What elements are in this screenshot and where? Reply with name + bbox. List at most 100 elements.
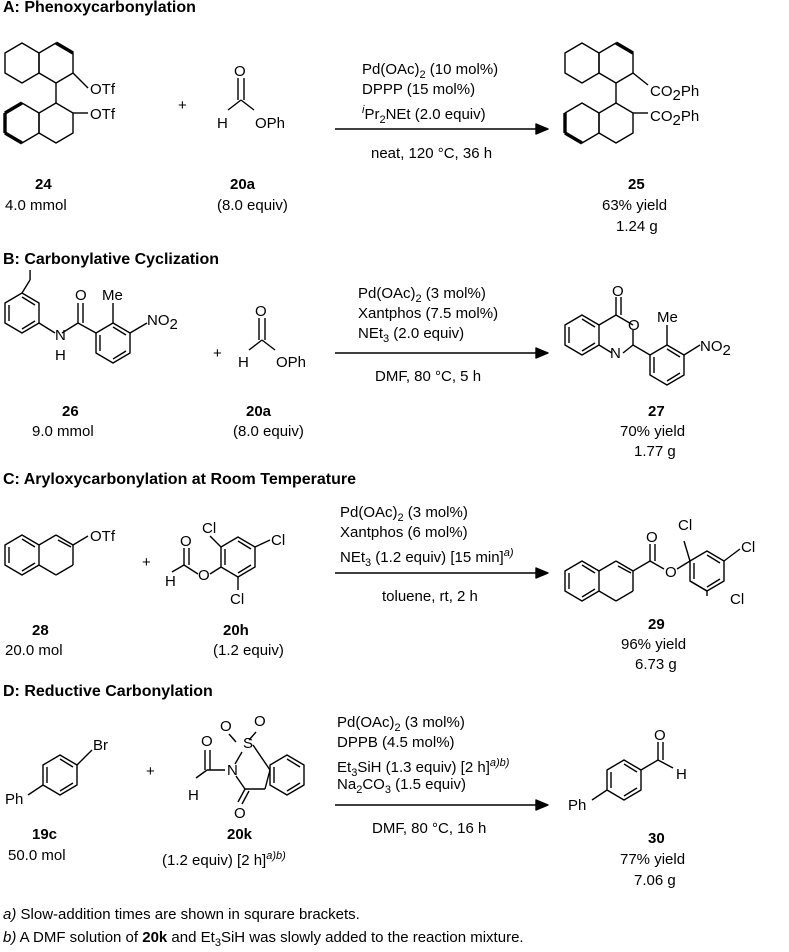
compound-20a-structure-b	[248, 318, 276, 351]
o-label-20h-1: O	[198, 567, 210, 584]
compound-20h-amount: (1.2 equiv)	[213, 642, 284, 659]
compound-20k-label: 20k	[227, 826, 253, 843]
compound-30-mass: 7.06 g	[634, 872, 676, 889]
h-label-b2: H	[238, 354, 249, 371]
compound-20a-amount-a: (8.0 equiv)	[217, 197, 288, 214]
compound-27-label: 27	[648, 403, 665, 420]
condition-b-3: NEt3 (2.0 equiv)	[358, 325, 465, 345]
h-label-20h: H	[165, 573, 176, 590]
h-label-a: H	[217, 115, 228, 132]
condition-a-2: DPPP (15 mol%)	[362, 81, 476, 98]
compound-25-mass: 1.24 g	[616, 218, 658, 235]
no2-label-27: NO2	[700, 338, 731, 359]
i-label: I	[28, 267, 32, 284]
o-ring-label: O	[628, 317, 640, 334]
cl-label-29-1: Cl	[678, 517, 692, 534]
compound-30-structure	[591, 742, 674, 801]
otf-label-28: OTf	[90, 528, 116, 545]
compound-29-label: 29	[648, 616, 665, 633]
condition-b-1: Pd(OAc)2 (3 mol%)	[358, 285, 486, 305]
o-label-20k-4: O	[234, 805, 246, 822]
cl-label-29-3: Cl	[730, 591, 744, 608]
n-label-b1: N	[55, 327, 66, 344]
compound-19c-structure	[27, 749, 93, 796]
cl-label-29-2: Cl	[741, 539, 755, 556]
br-label: Br	[93, 737, 108, 754]
o-label-c27: O	[612, 283, 624, 300]
compound-25-structure	[563, 41, 649, 145]
compound-20a-amount-b: (8.0 equiv)	[233, 423, 304, 440]
oph-label-b: OPh	[276, 354, 306, 371]
footnote-b: b) A DMF solution of 20k and Et3SiH was …	[3, 929, 524, 949]
h-label-30: H	[676, 766, 687, 783]
compound-20k-structure	[195, 731, 305, 805]
o-label-29-1: O	[646, 529, 658, 546]
compound-30-label: 30	[648, 830, 665, 847]
compound-19c-amount: 50.0 mol	[8, 847, 66, 864]
compound-25-label: 25	[628, 176, 645, 193]
plus-sign-c: +	[142, 554, 151, 571]
compound-20h-label: 20h	[223, 622, 249, 639]
condition-d-3: Et3SiH (1.3 equiv) [2 h]a)b)	[337, 757, 510, 779]
compound-27-structure	[564, 297, 701, 386]
condition-c-2: Xantphos (6 mol%)	[340, 524, 468, 541]
condition-d-2: DPPB (4.5 mol%)	[337, 734, 455, 751]
condition-a-1: Pd(OAc)2 (10 mol%)	[362, 61, 499, 81]
ph-label-30: Ph	[568, 797, 586, 814]
section-a-title: A: Phenoxycarbonylation	[3, 0, 196, 16]
condition-a-3: iPr2NEt (2.0 equiv)	[362, 104, 486, 126]
compound-25-yield: 63% yield	[602, 197, 668, 214]
me-label-b1: Me	[102, 287, 123, 304]
otf-label-1: OTf	[90, 81, 116, 98]
o-label-b2: O	[255, 303, 267, 320]
condition-b-4: DMF, 80 °C, 5 h	[375, 368, 482, 385]
cl-label-20h-2: Cl	[271, 532, 285, 549]
section-c-title: C: Aryloxycarbonylation at Room Temperat…	[3, 471, 356, 488]
compound-28-structure	[4, 534, 89, 576]
no2-label-b1: NO2	[147, 312, 178, 333]
compound-19c-label: 19c	[32, 826, 58, 843]
condition-d-1: Pd(OAc)2 (3 mol%)	[337, 714, 465, 734]
condition-d-4: Na2CO3 (1.5 equiv)	[337, 776, 466, 796]
me-label-27: Me	[657, 309, 678, 326]
o-label-20k-1: O	[220, 718, 232, 735]
o-label-30: O	[654, 727, 666, 744]
condition-a-4: neat, 120 °C, 36 h	[371, 145, 493, 162]
n-label-27: N	[610, 345, 621, 362]
n-label-20k: N	[227, 762, 238, 779]
compound-20k-amount: (1.2 equiv) [2 h]a)b)	[162, 850, 286, 869]
compound-29-yield: 96% yield	[621, 636, 687, 653]
otf-label-2: OTf	[90, 106, 116, 123]
compound-24-structure	[3, 41, 89, 145]
compound-24-amount: 4.0 mmol	[5, 197, 67, 214]
oph-label-a: OPh	[255, 115, 285, 132]
o-label-b1: O	[75, 287, 87, 304]
compound-20a-label-a: 20a	[230, 176, 256, 193]
plus-sign-a: +	[178, 97, 187, 114]
compound-24-label: 24	[35, 176, 52, 193]
compound-26-amount: 9.0 mmol	[32, 423, 94, 440]
compound-29-mass: 6.73 g	[635, 656, 677, 673]
co2ph-label-1: CO2Ph	[650, 83, 699, 104]
compound-26-structure	[4, 279, 148, 364]
compound-28-amount: 20.0 mol	[5, 642, 63, 659]
co2ph-label-2: CO2Ph	[650, 108, 699, 129]
compound-20h-structure	[171, 535, 271, 590]
compound-27-mass: 1.77 g	[634, 443, 676, 460]
plus-sign-d: +	[146, 763, 155, 780]
h-label-b1: H	[55, 347, 66, 364]
o-label-a: O	[234, 63, 246, 80]
condition-c-4: toluene, rt, 2 h	[382, 588, 478, 605]
compound-20a-label-b: 20a	[246, 403, 272, 420]
compound-29-structure	[564, 540, 741, 602]
s-label-20k: S	[243, 735, 253, 752]
footnote-a: a) Slow-addition times are shown in squr…	[3, 906, 360, 923]
condition-c-3: NEt3 (1.2 equiv) [15 min]a)	[340, 547, 514, 569]
o-label-20k-3: O	[201, 733, 213, 750]
compound-27-yield: 70% yield	[620, 423, 686, 440]
compound-30-yield: 77% yield	[620, 851, 686, 868]
